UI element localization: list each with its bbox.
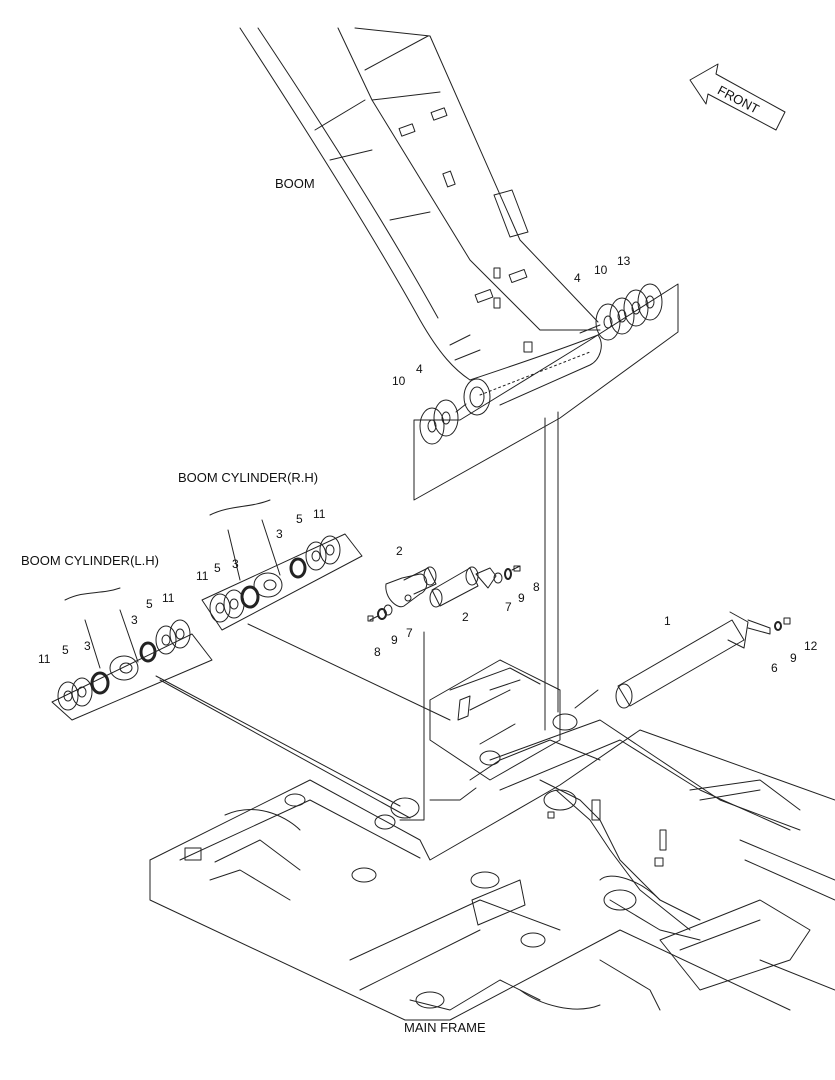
boom-label: BOOM [275,176,315,191]
boom-structure [239,27,602,416]
boom-foot-washers-right [579,283,663,341]
callout-11-lh-a: 11 [162,591,175,605]
pins-group-2 [367,565,521,622]
callout-5-rh-a: 5 [296,512,303,526]
callout-6: 6 [771,661,778,675]
main-frame-label: MAIN FRAME [404,1020,486,1035]
callout-4-top: 4 [574,271,581,285]
callout-7a: 7 [406,626,413,640]
callout-5-lh: 5 [62,643,69,657]
callout-8b: 8 [533,580,540,594]
callout-2a: 2 [396,544,403,558]
assembly-lines [155,411,599,821]
callout-11-lh-b: 11 [38,652,51,666]
callout-11-rh-a: 11 [313,507,326,521]
callout-9b: 9 [518,591,525,605]
callout-3-rh-b: 3 [232,557,239,571]
callout-3-rh-a: 3 [276,527,283,541]
callout-10-top: 10 [594,263,608,277]
callout-1: 1 [664,614,671,628]
main-pin-1 [615,611,791,709]
callout-10-left: 10 [392,374,406,388]
boom-cylinder-lh-label: BOOM CYLINDER(L.H) [21,553,159,568]
callout-4-left: 4 [416,362,423,376]
callout-9c: 9 [790,651,797,665]
boom-foot-washers-left [419,399,467,445]
boom-cylinder-rh [201,499,363,631]
boom-bracket-outline [413,283,679,501]
callout-5-lh-b: 5 [146,597,153,611]
callout-11-rh-b: 11 [196,569,209,583]
main-frame [149,659,835,1021]
boom-cylinder-rh-label: BOOM CYLINDER(R.H) [178,470,319,485]
callout-13: 13 [617,254,631,268]
callout-2b: 2 [462,610,469,624]
callout-3-lh-a: 3 [131,613,138,627]
callout-3-lh-b: 3 [84,639,91,653]
callout-7b: 7 [505,600,512,614]
boom-cylinder-lh [51,587,213,721]
front-arrow [689,63,786,131]
callout-5-rh-b: 5 [214,561,221,575]
callout-8a: 8 [374,645,381,659]
callout-12: 12 [804,639,818,653]
callout-9a: 9 [391,633,398,647]
